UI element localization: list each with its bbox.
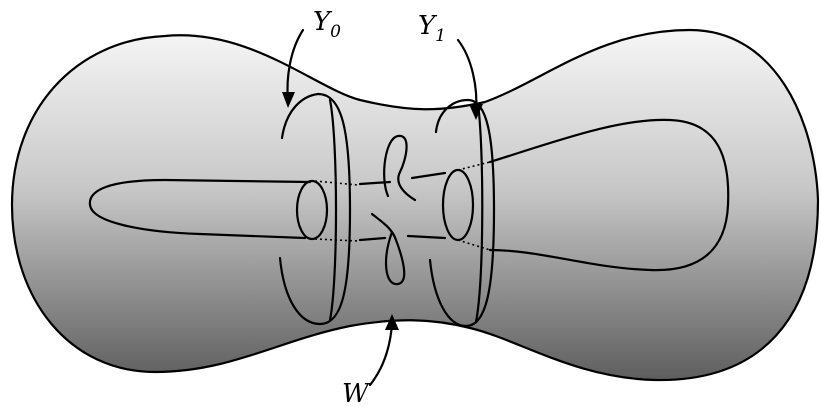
- right-tube-dotted-top: [457, 161, 491, 171]
- lower-knot: [370, 212, 406, 286]
- y0-section-top-arc: [280, 92, 320, 140]
- y1-section-left-arc: [434, 98, 470, 134]
- y0-section-right-arc: [316, 92, 352, 326]
- w-arrow-head: [385, 314, 399, 330]
- left-tube-ellipse: [295, 179, 329, 241]
- knot-strand-upper-right: [410, 171, 447, 180]
- y0-arrow-head: [282, 92, 295, 108]
- y1-arrow-head: [469, 104, 483, 120]
- w-arrow-line: [368, 322, 394, 387]
- right-tube-dotted-bottom: [457, 239, 491, 251]
- left-tube-curve: [88, 178, 312, 240]
- y1-label: Y1: [418, 11, 446, 46]
- y0-label: Y0: [313, 7, 341, 42]
- y1-section-right-arc: [464, 98, 496, 328]
- y1-section-inner: [474, 102, 484, 324]
- upper-knot: [383, 134, 417, 202]
- outer-surface: [10, 28, 820, 382]
- y0-section-inner: [328, 98, 338, 322]
- knot-strand-lower: [358, 236, 387, 242]
- knot-strand-lower-right: [406, 234, 447, 240]
- w-label: W: [342, 379, 371, 407]
- y1-section-bottom-arc: [428, 258, 468, 328]
- y0-section-bottom-arc: [278, 256, 322, 326]
- right-loop-curve: [488, 118, 730, 272]
